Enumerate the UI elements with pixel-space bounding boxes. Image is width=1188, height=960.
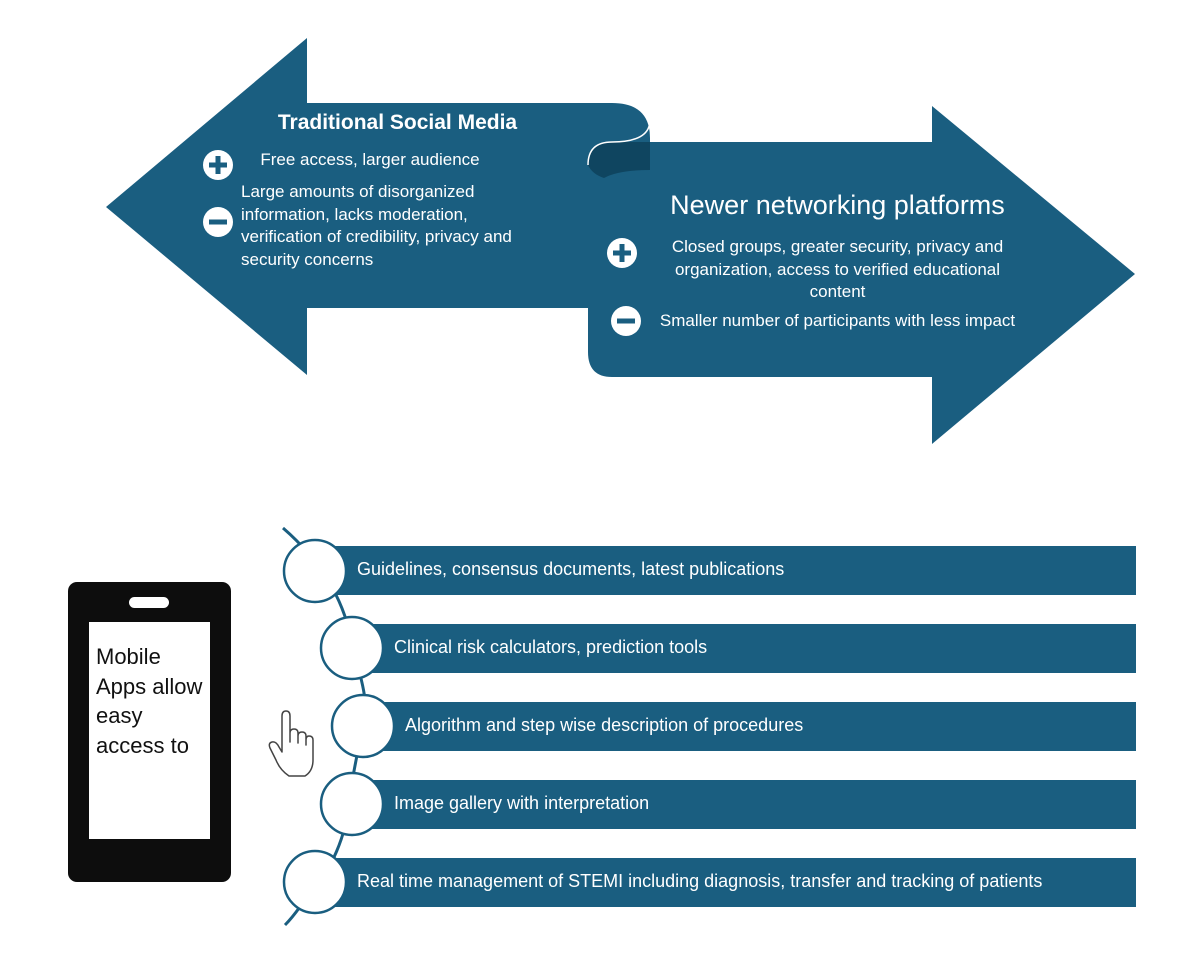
feature-label: Real time management of STEMI including … (357, 871, 1043, 891)
traditional-title: Traditional Social Media (277, 111, 518, 134)
feature-label: Algorithm and step wise description of p… (405, 715, 804, 735)
minus-circle-icon (203, 207, 233, 237)
plus-circle-icon (607, 238, 637, 268)
traditional-pro-text: Free access, larger audience (260, 150, 480, 169)
traditional-con-text: Large amounts of disorganized informatio… (241, 182, 512, 269)
timeline-node (282, 849, 348, 915)
newer-con-text: Smaller number of participants with less… (659, 311, 1016, 330)
mobile-phone-icon (68, 582, 231, 882)
newer-arrow (588, 106, 1135, 444)
ribbon-fold (588, 142, 650, 178)
hand-pointer-icon (268, 710, 314, 777)
feature-bar (318, 546, 1136, 595)
mobile-apps-label: Mobile Apps allow easy access to (96, 644, 203, 758)
feature-label: Guidelines, consensus documents, latest … (357, 559, 785, 579)
newer-pro-text: Closed groups, greater security, privacy… (671, 237, 1004, 301)
feature-bar (366, 702, 1136, 751)
ribbon-fold-line (587, 119, 651, 166)
plus-circle-icon (203, 150, 233, 180)
timeline-node (330, 693, 396, 759)
newer-title: Newer networking platforms (670, 190, 1005, 220)
feature-bar (355, 624, 1136, 673)
feature-bar (355, 780, 1136, 829)
feature-label: Clinical risk calculators, prediction to… (394, 637, 708, 657)
feature-bar (318, 858, 1136, 907)
feature-label: Image gallery with interpretation (394, 793, 650, 813)
minus-circle-icon (611, 306, 641, 336)
timeline-node (319, 771, 385, 837)
timeline-node (319, 615, 385, 681)
timeline-node (282, 538, 348, 604)
traditional-arrow (106, 38, 650, 375)
